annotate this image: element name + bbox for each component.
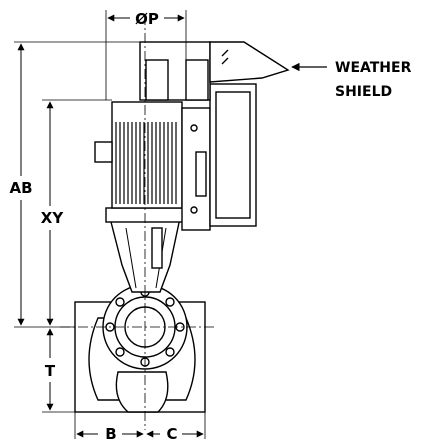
label-op: ØP	[135, 10, 159, 28]
shield-right-panel	[185, 59, 209, 101]
weather-shield	[139, 41, 290, 101]
cooling-fins	[115, 122, 177, 204]
label-weather: WEATHER	[335, 60, 412, 76]
terminal-box	[94, 141, 113, 163]
label-c: C	[166, 425, 177, 439]
label-xy: XY	[41, 209, 65, 227]
label-shield: SHIELD	[335, 84, 392, 100]
dimension-xy: XY	[41, 99, 112, 326]
label-b: B	[105, 425, 116, 439]
label-ab: AB	[9, 179, 32, 197]
fan-cover-inner	[215, 91, 251, 219]
motor	[94, 83, 257, 231]
drive-panel	[195, 151, 207, 197]
centre-lines	[60, 15, 215, 430]
volute-lower	[115, 371, 169, 413]
dimension-ab: AB	[9, 41, 140, 326]
dimension-b-c: B C	[74, 412, 206, 439]
shield-left-panel	[145, 59, 169, 101]
weather-shield-callout: WEATHER SHIELD	[291, 60, 412, 100]
shield-canopy	[209, 41, 290, 83]
dimension-op: ØP	[105, 10, 187, 100]
dimension-t: T	[42, 328, 75, 413]
label-t: T	[45, 362, 56, 380]
coupling-guard	[151, 227, 163, 269]
